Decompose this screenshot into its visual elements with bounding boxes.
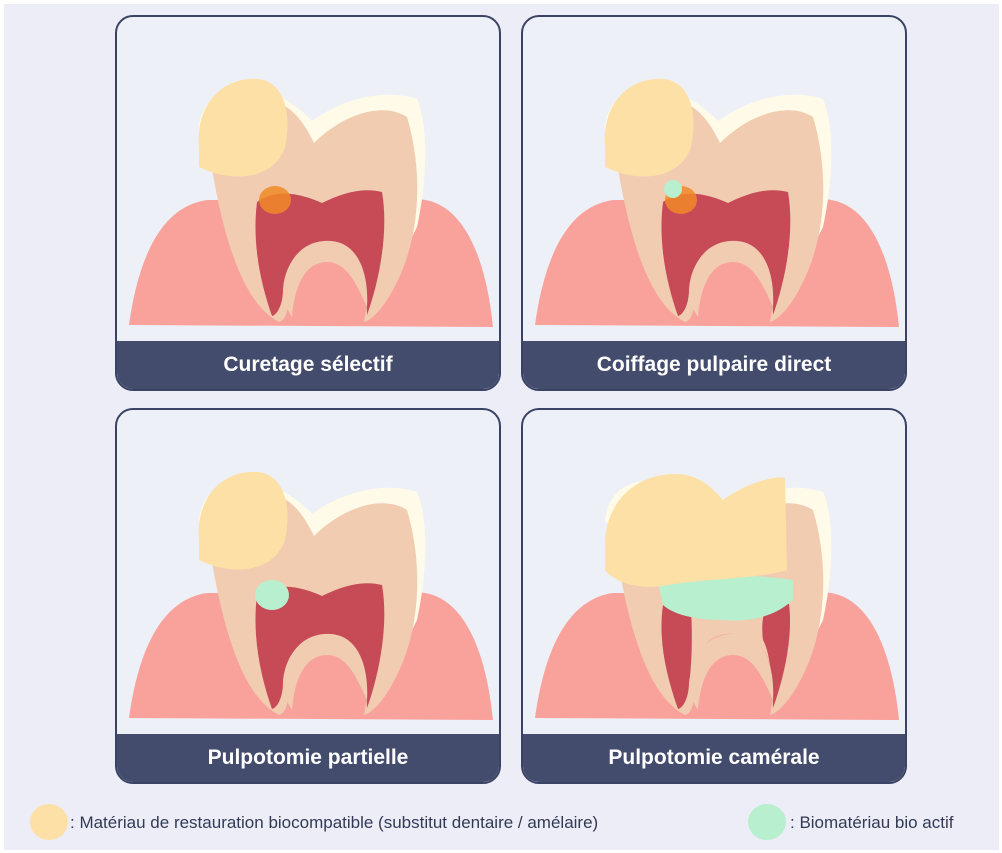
- restoration-material: [605, 79, 694, 177]
- panel-title: Pulpotomie camérale: [523, 734, 905, 782]
- caries-spot: [259, 186, 291, 214]
- bioactive-material: [255, 580, 289, 610]
- restoration-material-swatch: [30, 804, 68, 840]
- panel-selective-curettage: Curetage sélectif: [115, 15, 501, 391]
- legend-label-bioactive: : Biomatériau bio actif: [790, 813, 953, 833]
- tooth-illustration: [117, 17, 501, 345]
- bioactive-material-swatch: [748, 804, 786, 840]
- restoration-material: [199, 79, 288, 177]
- tooth-illustration: [523, 410, 907, 738]
- restoration-material: [199, 472, 288, 570]
- panel-title: Curetage sélectif: [117, 341, 499, 389]
- bioactive-material: [664, 180, 682, 198]
- legend: : Matériau de restauration biocompatible…: [4, 804, 999, 844]
- figure-canvas: Curetage sélectif Coiffage pulpaire dire…: [4, 4, 999, 850]
- panel-title: Pulpotomie partielle: [117, 734, 499, 782]
- legend-label-restoration: : Matériau de restauration biocompatible…: [70, 813, 598, 833]
- panel-partial-pulpotomy: Pulpotomie partielle: [115, 408, 501, 784]
- tooth-illustration: [117, 410, 501, 738]
- panel-direct-pulp-capping: Coiffage pulpaire direct: [521, 15, 907, 391]
- tooth-illustration: [523, 17, 907, 345]
- panel-coronal-pulpotomy: Pulpotomie camérale: [521, 408, 907, 784]
- panel-title: Coiffage pulpaire direct: [523, 341, 905, 389]
- restoration-material: [605, 474, 787, 587]
